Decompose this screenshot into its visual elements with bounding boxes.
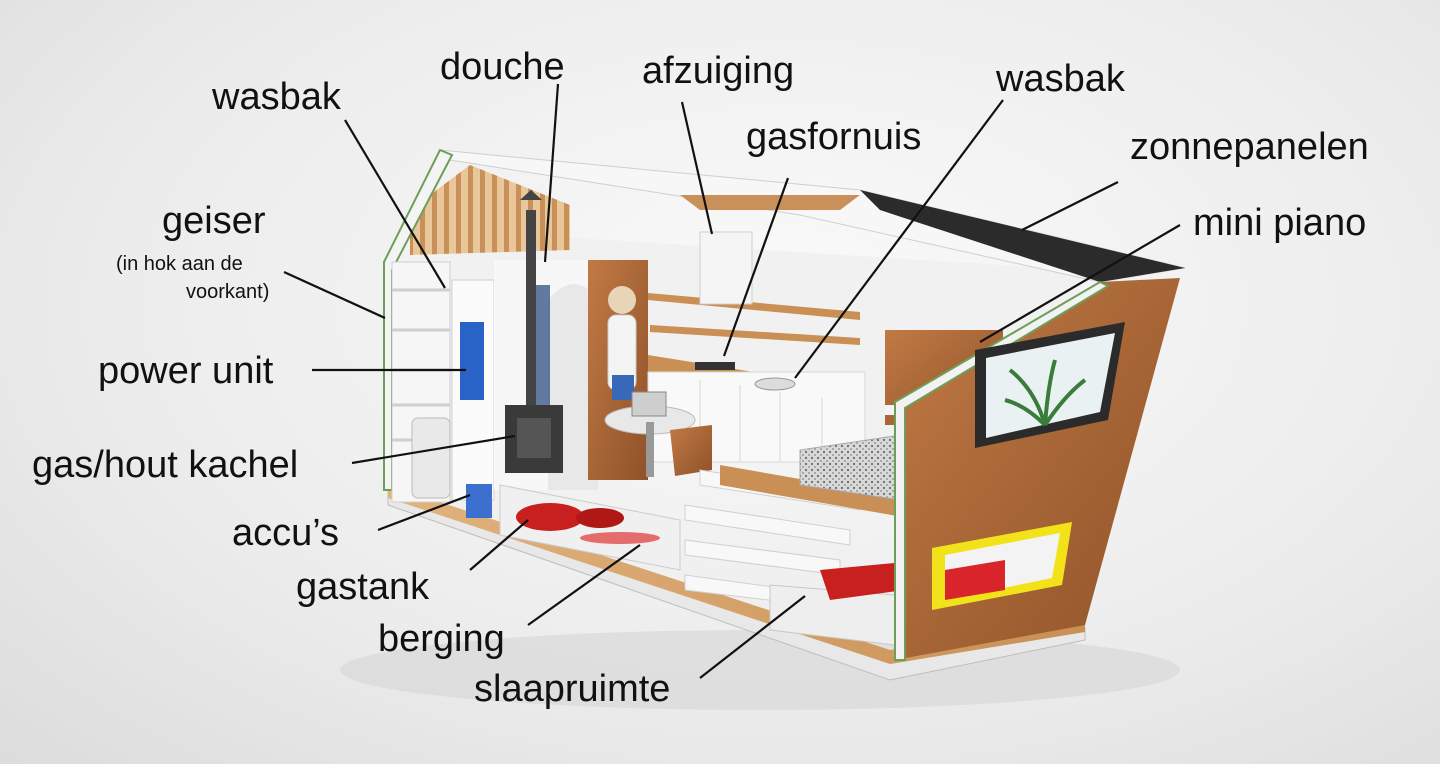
leader-gasfornuis [722,177,790,357]
leader-mini-piano [979,224,1181,343]
extractor-hood [699,231,753,305]
leader-slaapruimte [699,595,806,679]
leader-geiser [283,270,386,320]
sink [754,377,796,391]
leader-wasbak-right [794,99,1004,379]
stove-top [695,362,735,370]
leader-wasbak-left [344,119,446,289]
label-kachel: gas/hout kachel [32,444,299,486]
yellow-window-red [945,560,1005,600]
gas-tank [516,503,584,531]
label-geiser-note-1: (in hok aan de [116,253,243,275]
leader-douche [543,83,560,263]
bed-red-cover [820,562,905,600]
person-head [608,286,636,314]
stove-pipe [526,210,536,410]
label-wasbak-left: wasbak [212,76,341,118]
label-berging: berging [378,618,505,660]
gas-tank-2 [576,508,624,528]
leader-lines [283,83,1181,679]
leader-kachel [351,434,516,465]
leader-berging [527,544,641,626]
plant [1004,359,1087,427]
loft-platform [720,465,920,520]
solar-panels [860,190,1185,282]
label-geiser: geiser [162,200,266,242]
right-wall-edge [894,280,1111,661]
power-unit-box [460,322,484,400]
laptop [631,391,667,417]
label-afzuiging: afzuiging [642,50,795,92]
chair [670,425,712,476]
label-wasbak-right: wasbak [996,58,1125,100]
table-leg [646,422,654,477]
roof-wood-ceiling [680,195,860,210]
label-gastank: gastank [296,566,430,608]
stove-window [517,418,551,458]
kitchen-shelf-2 [650,325,860,345]
label-power-unit: power unit [98,350,274,392]
leader-gastank [469,519,529,571]
label-slaapruimte: slaapruimte [474,668,671,710]
label-zonnepanelen: zonnepanelen [1130,126,1369,168]
leader-afzuiging [680,101,714,235]
stove-pipe-cap [520,190,542,200]
label-mini-piano: mini piano [1193,202,1367,244]
leader-accus [377,493,471,532]
label-accus: accu’s [232,512,340,554]
label-gasfornuis: gasfornuis [746,116,922,158]
batteries [466,484,492,518]
surfboard [580,532,660,544]
person-legs [612,375,634,400]
water-heater-unit [411,417,451,499]
label-geiser-note-2: voorkant) [186,281,270,303]
leader-zonnepanelen [1021,181,1119,231]
label-douche: douche [440,46,565,88]
